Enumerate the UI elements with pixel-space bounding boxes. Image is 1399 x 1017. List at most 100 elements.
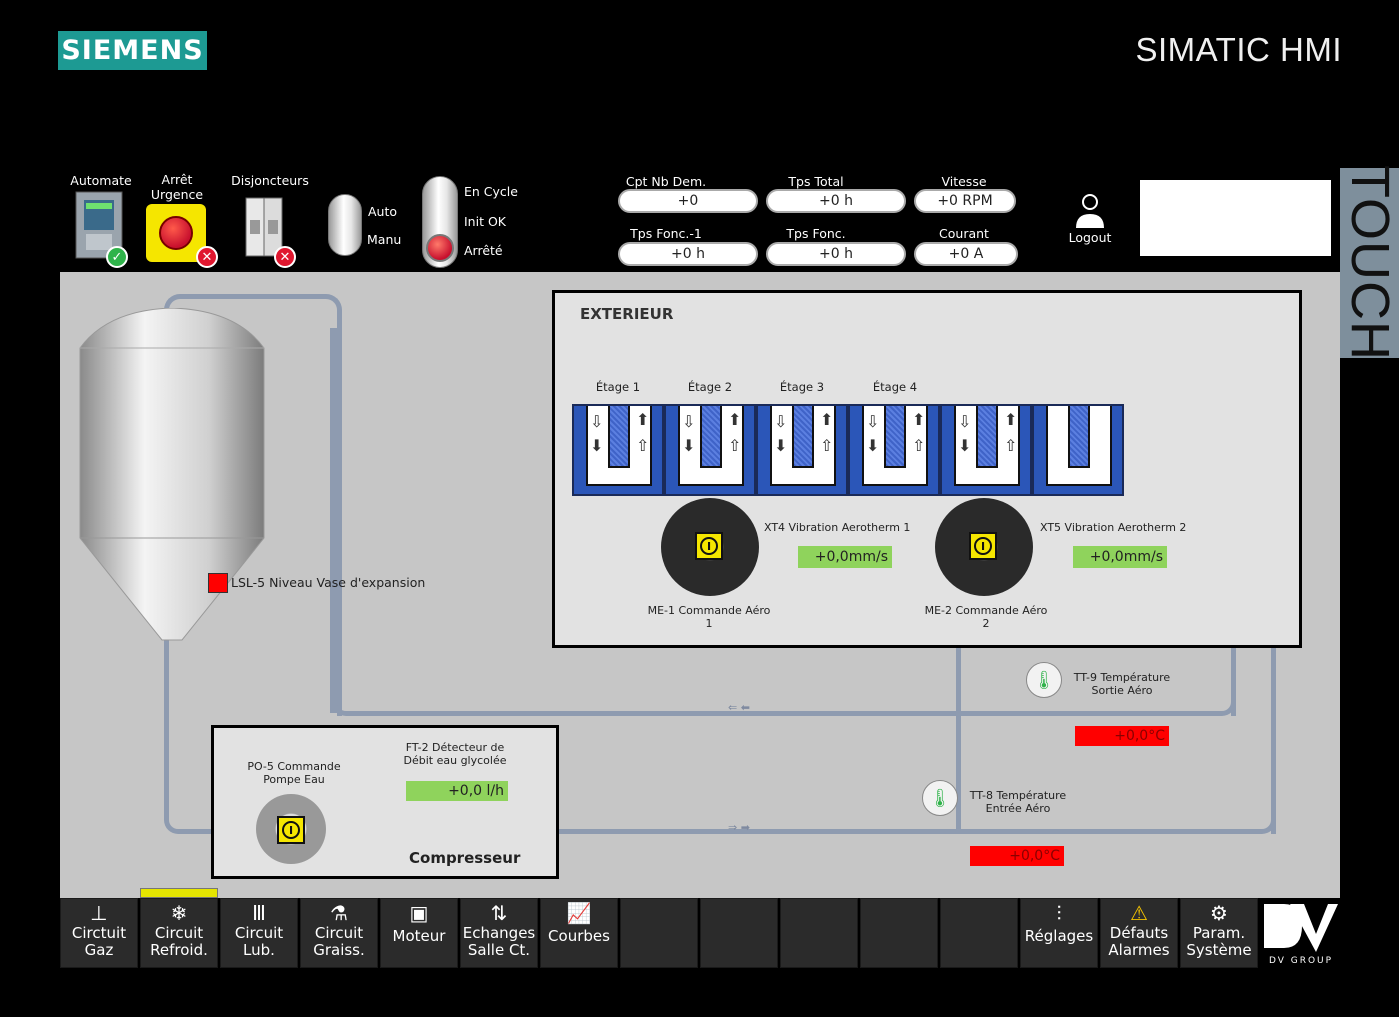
tps-fonc-label: Tps Fonc. [786, 226, 846, 241]
chart-icon: 📈 [566, 901, 592, 925]
arrow-down-icon: ⇩ [682, 412, 696, 431]
nav-label: Courbes [548, 927, 610, 945]
alarm-icon: ⚠ [1130, 901, 1148, 925]
arret-urgence-label: Arrêt Urgence [150, 172, 204, 202]
etage-4-unit[interactable]: ⇩ ⬇ ⬆ ⇧ [848, 404, 940, 496]
tt9-label: TT-9 Température Sortie Aéro [1073, 671, 1171, 697]
nav-empty-2 [700, 898, 778, 968]
po5-label: PO-5 Commande Pompe Eau [247, 760, 341, 786]
etage-3-label: Étage 3 [779, 380, 825, 394]
expansion-tank [78, 307, 266, 648]
cpt-nb-dem-label: Cpt Nb Dem. [625, 174, 707, 189]
error-x-icon: ✕ [196, 246, 218, 268]
nav-label: Réglages [1024, 927, 1094, 945]
arrow-down-icon: ⇩ [866, 412, 880, 431]
tank-icon [79, 307, 265, 641]
me2-indicator[interactable]: I [969, 532, 997, 560]
automate-label: Automate [70, 173, 132, 188]
etage-5-unit[interactable]: ⇩ ⬇ ⬆ ⇧ [940, 404, 1032, 496]
arrow-down-icon: ⬇ [590, 436, 604, 455]
xt4-value: +0,0mm/s [798, 546, 892, 568]
touch-label: TOUCH [1339, 164, 1399, 362]
active-tab-indicator [140, 888, 218, 898]
nav-empty-5 [940, 898, 1018, 968]
vitesse-field: +0 RPM [914, 189, 1016, 213]
cpt-nb-dem-field: +0 [618, 189, 758, 213]
etage-6-unit[interactable] [1032, 404, 1124, 496]
logout-label: Logout [1068, 230, 1112, 245]
me2-label: ME-2 Commande Aéro 2 [924, 604, 1048, 630]
nav-courbes[interactable]: 📈 Courbes [540, 898, 618, 968]
xt5-label: XT5 Vibration Aerotherm 2 [1040, 521, 1187, 534]
nav-label: Echanges [462, 924, 536, 942]
nav-label: Système [1186, 941, 1252, 959]
tps-fonc-1-field: +0 h [618, 242, 758, 266]
arrow-up-icon: ⇧ [636, 436, 650, 455]
arrow-up-icon: ⬆ [728, 410, 742, 429]
nav-empty-1 [620, 898, 698, 968]
user-icon [1076, 194, 1104, 228]
arrow-up-icon: ⬆ [820, 410, 834, 429]
po5-indicator[interactable]: I [277, 816, 305, 844]
xt5-value: +0,0mm/s [1073, 546, 1167, 568]
plc-status[interactable]: ✓ [74, 190, 128, 268]
etage-2-label: Étage 2 [687, 380, 733, 394]
arrow-up-icon: ⬆ [636, 410, 650, 429]
dv-logo-mark [1264, 904, 1338, 952]
breaker-status[interactable]: ✕ [242, 194, 296, 268]
ft2-value: +0,0 l/h [406, 781, 508, 801]
tt8-thermometer-icon[interactable]: 🌡 [922, 780, 958, 816]
arrow-down-icon: ⇩ [958, 412, 972, 431]
simatic-title: SIMATIC HMI [1135, 31, 1342, 68]
lsl5-label: LSL-5 Niveau Vase d'expansion [231, 575, 426, 590]
nav-label: Gaz [84, 941, 114, 959]
emergency-stop-status[interactable]: ✕ [146, 204, 218, 268]
snowflake-icon: ❄ [170, 901, 188, 925]
status-header: Automate ✓ Arrêt Urgence ✕ Disjoncteurs [60, 168, 1340, 272]
valve-icon: ⊥ [90, 901, 108, 925]
mode-manu-label: Manu [367, 232, 402, 247]
etage-3-unit[interactable]: ⇩ ⬇ ⬆ ⇧ [756, 404, 848, 496]
etage-2-unit[interactable]: ⇩ ⬇ ⬆ ⇧ [664, 404, 756, 496]
check-icon: ✓ [106, 246, 128, 268]
arrow-up-icon: ⇧ [820, 436, 834, 455]
nav-param-systeme[interactable]: ⚙Param.Système [1180, 898, 1258, 968]
logout-button[interactable]: Logout [1064, 192, 1116, 245]
tt8-value: +0,0°C [970, 846, 1064, 866]
sliders-icon: ⫶ [1056, 901, 1062, 925]
nav-label: Moteur [392, 927, 446, 945]
me1-indicator[interactable]: I [695, 532, 723, 560]
nav-label: Lub. [243, 941, 275, 959]
vitesse-label: Vitesse [941, 174, 987, 189]
arrow-up-icon: ⇧ [1004, 436, 1018, 455]
compresseur-panel: PO-5 Commande Pompe Eau FT-2 Détecteur d… [211, 725, 559, 879]
etage-4-label: Étage 4 [872, 380, 918, 394]
cycle-arrete-label: Arrêté [464, 243, 503, 258]
nav-label: Param. [1192, 924, 1246, 942]
courant-label: Courant [939, 226, 989, 241]
plc-icon [75, 191, 123, 259]
cycle-state-indicator [426, 234, 454, 262]
nav-empty-4 [860, 898, 938, 968]
circuit-breaker-icon [245, 197, 283, 257]
arrow-up-icon: ⇧ [912, 436, 926, 455]
arrow-down-icon: ⇩ [590, 412, 604, 431]
xt4-label: XT4 Vibration Aerotherm 1 [764, 521, 911, 534]
nav-moteur[interactable]: ▣Moteur [380, 898, 458, 968]
tt9-thermometer-icon[interactable]: 🌡 [1026, 662, 1062, 698]
me2-indicator-text: I [974, 537, 992, 555]
arrow-down-icon: ⇩ [774, 412, 788, 431]
nav-reglages[interactable]: ⫶ Réglages [1020, 898, 1098, 968]
etage-1-unit[interactable]: ⇩ ⬇ ⬆ ⇧ [572, 404, 664, 496]
arrow-up-icon: ⇧ [728, 436, 742, 455]
mode-switch[interactable] [328, 194, 362, 256]
compresseur-title: Compresseur [409, 849, 521, 867]
